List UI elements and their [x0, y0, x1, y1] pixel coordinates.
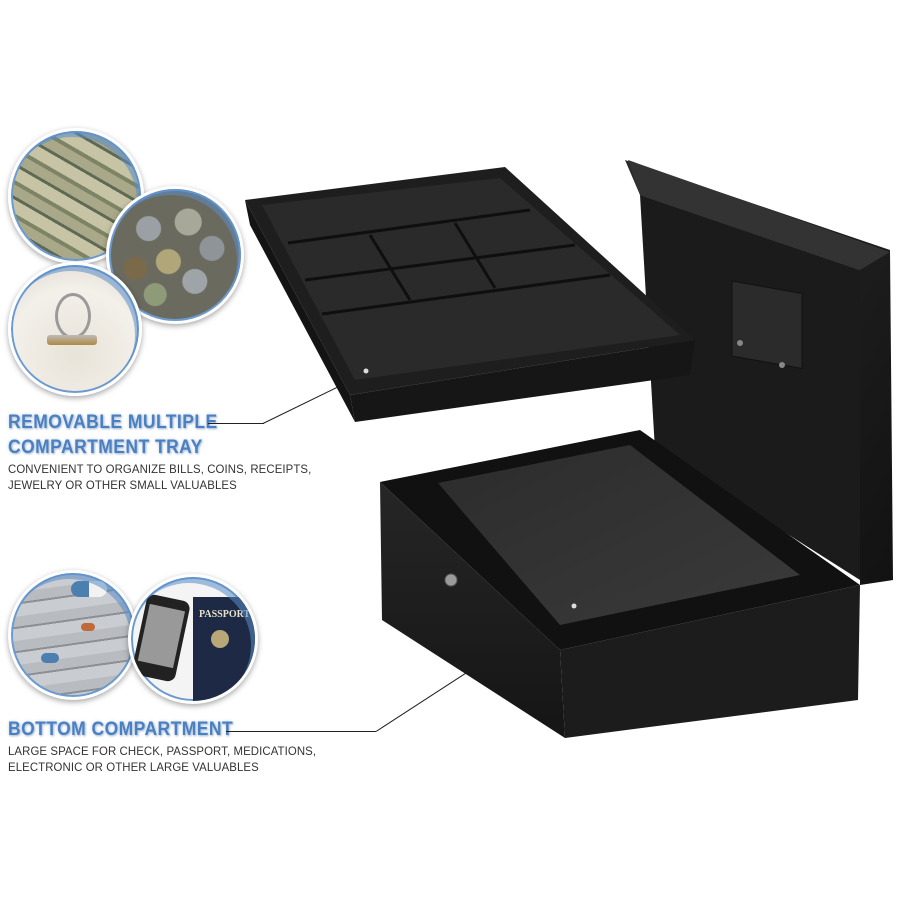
feature-tray-desc-line2: JEWELRY OR OTHER SMALL VALUABLES	[8, 478, 237, 492]
feature-tray-desc-line1: CONVENIENT TO ORGANIZE BILLS, COINS, REC…	[8, 462, 312, 476]
feature-bottom-desc-line2: ELECTRONIC OR OTHER LARGE VALUABLES	[8, 760, 259, 774]
bills-photo	[8, 128, 144, 264]
feature-tray-title-line1: REMOVABLE MULTIPLE	[8, 412, 218, 433]
callout-line-tray	[208, 423, 264, 424]
box-lid	[625, 160, 893, 585]
rings-photo	[8, 262, 142, 396]
box-base	[380, 430, 860, 738]
feature-bottom-desc-line1: LARGE SPACE FOR CHECK, PASSPORT, MEDICAT…	[8, 744, 317, 758]
removable-tray	[245, 167, 695, 422]
medications-photo	[8, 570, 138, 700]
feature-tray-title-line2: COMPARTMENT TRAY	[8, 437, 203, 458]
lock-keyhole-icon	[444, 573, 458, 587]
passport-icon: PASSPORT	[193, 597, 255, 701]
phone-passport-photo: PASSPORT	[128, 574, 258, 704]
callout-line-bottom	[226, 731, 376, 732]
feature-bottom-title: BOTTOM COMPARTMENT	[8, 719, 234, 740]
cash-box-illustration	[245, 160, 893, 738]
